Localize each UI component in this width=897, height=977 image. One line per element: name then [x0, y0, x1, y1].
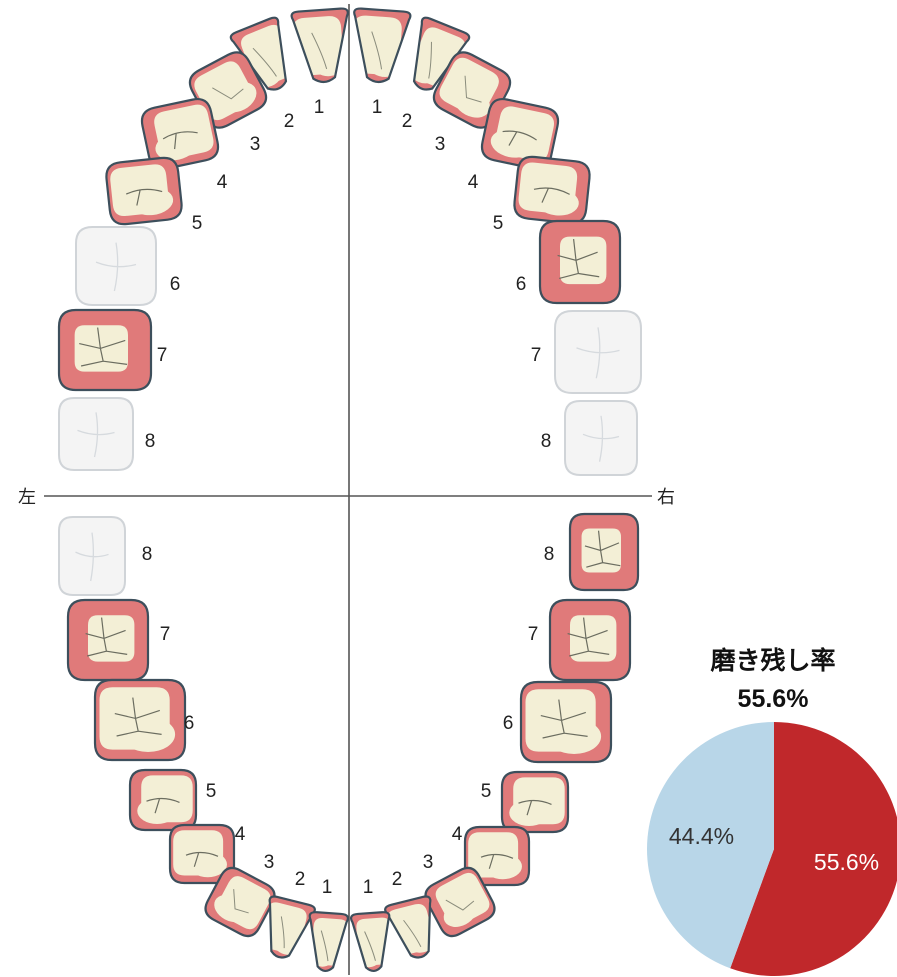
tooth-number-lower-left-4: 4: [235, 824, 246, 845]
teeth-layer: [57, 7, 642, 973]
tooth-lower-right-4[interactable]: [463, 825, 531, 887]
tooth-lower-right-5[interactable]: [500, 770, 570, 834]
pie-slice-clean: [647, 722, 774, 969]
tooth-number-lower-left-3: 3: [264, 852, 275, 873]
tooth-lower-left-4[interactable]: [168, 823, 236, 885]
tooth-number-lower-left-8: 8: [142, 544, 153, 565]
pie-label-remaining: 55.6%: [814, 849, 879, 875]
summary-percentage: 55.6%: [738, 685, 809, 713]
tooth-number-lower-left-2: 2: [295, 869, 306, 890]
tooth-number-upper-left-6: 6: [170, 274, 181, 295]
tooth-upper-left-1[interactable]: [290, 7, 352, 84]
tooth-lower-right-1[interactable]: [350, 911, 394, 973]
tooth-lower-left-7[interactable]: [66, 598, 150, 682]
tooth-number-upper-right-6: 6: [516, 274, 527, 295]
tooth-number-upper-left-5: 5: [192, 213, 203, 234]
tooth-number-upper-left-2: 2: [284, 111, 295, 132]
tooth-number-upper-left-4: 4: [217, 172, 228, 193]
left-side-label: 左: [18, 487, 36, 508]
tooth-number-lower-right-4: 4: [452, 824, 463, 845]
tooth-number-upper-right-8: 8: [541, 431, 552, 452]
tooth-number-upper-right-2: 2: [402, 111, 413, 132]
tooth-lower-left-2[interactable]: [257, 895, 316, 963]
pie-label-clean: 44.4%: [669, 823, 734, 849]
tooth-lower-left-5[interactable]: [128, 768, 198, 832]
tooth-lower-left-3[interactable]: [201, 864, 279, 941]
tooth-upper-right-5[interactable]: [513, 155, 591, 225]
tooth-number-upper-left-8: 8: [145, 431, 156, 452]
tooth-upper-left-6[interactable]: [75, 226, 157, 306]
tooth-number-upper-left-7: 7: [157, 345, 168, 366]
tooth-lower-left-8[interactable]: [58, 516, 126, 596]
tooth-upper-right-8[interactable]: [564, 400, 638, 476]
tooth-upper-right-6[interactable]: [538, 219, 622, 305]
tooth-upper-left-5[interactable]: [105, 156, 183, 226]
tooth-number-lower-right-6: 6: [503, 713, 514, 734]
tooth-lower-right-7[interactable]: [548, 598, 632, 682]
tooth-number-lower-right-2: 2: [392, 869, 403, 890]
tooth-number-upper-right-3: 3: [435, 134, 446, 155]
tooth-number-upper-right-7: 7: [531, 345, 542, 366]
tooth-number-upper-right-5: 5: [493, 213, 504, 234]
tooth-upper-left-8[interactable]: [58, 397, 134, 471]
tooth-number-lower-left-5: 5: [206, 781, 217, 802]
pie-slice-remaining: [730, 722, 897, 976]
tooth-number-lower-right-3: 3: [423, 852, 434, 873]
tooth-number-upper-left-1: 1: [314, 97, 325, 118]
tooth-number-lower-right-5: 5: [481, 781, 492, 802]
tooth-number-lower-left-7: 7: [160, 624, 171, 645]
tooth-number-upper-left-3: 3: [250, 134, 261, 155]
tooth-number-lower-right-7: 7: [528, 624, 539, 645]
tooth-lower-left-1[interactable]: [306, 911, 349, 973]
pie-chart: 55.6% 44.4%: [647, 722, 897, 976]
tooth-upper-right-4[interactable]: [479, 96, 560, 171]
tooth-lower-right-3[interactable]: [421, 864, 499, 941]
summary-title: 磨き残し率: [710, 646, 835, 675]
tooth-upper-left-7[interactable]: [57, 308, 153, 392]
tooth-lower-right-8[interactable]: [568, 512, 640, 592]
tooth-number-upper-right-4: 4: [468, 172, 479, 193]
tooth-number-lower-left-6: 6: [184, 713, 195, 734]
tooth-number-upper-right-1: 1: [372, 97, 383, 118]
tooth-lower-left-6[interactable]: [93, 678, 187, 762]
tooth-upper-right-1[interactable]: [349, 7, 412, 84]
tooth-upper-right-7[interactable]: [554, 310, 642, 394]
tooth-number-lower-right-1: 1: [363, 877, 374, 898]
tooth-number-lower-left-1: 1: [322, 877, 333, 898]
tooth-lower-right-6[interactable]: [519, 680, 613, 764]
right-side-label: 右: [657, 487, 675, 508]
tooth-upper-left-4[interactable]: [139, 96, 220, 171]
tooth-number-lower-right-8: 8: [544, 544, 555, 565]
